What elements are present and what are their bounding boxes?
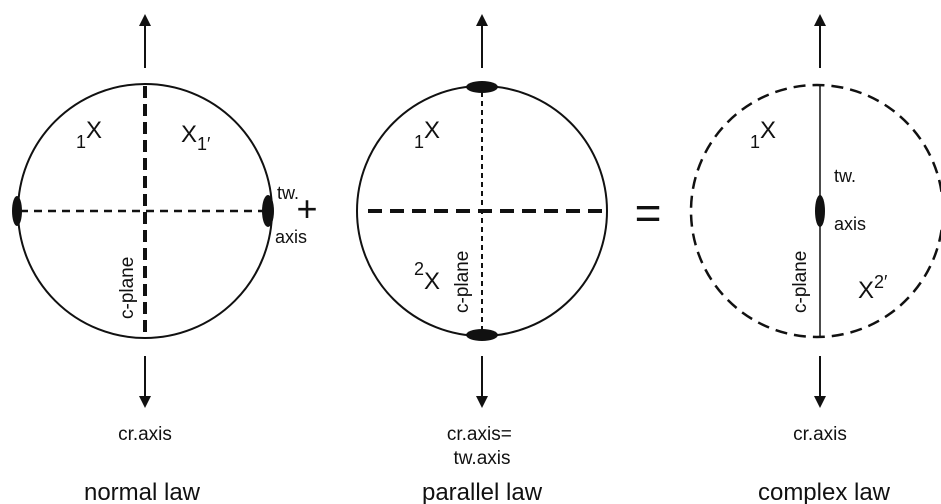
orientation-2-prime-label: X2′: [858, 272, 888, 304]
stereogram-circle-dashed: [689, 83, 941, 339]
orientation-1-label: 1X: [414, 117, 440, 152]
orientation-1-label: 1X: [750, 117, 776, 152]
complex-law-diagram: 1X X2′ tw. axis c-plane cr.axis complex …: [689, 14, 941, 504]
twin-axis-marker-left: [12, 196, 22, 226]
twin-axis-marker-right: [262, 195, 274, 227]
twin-axis-marker-center: [815, 195, 825, 227]
normal-law-diagram: 1X X1′ c-plane tw. axis cr.axis normal l…: [12, 14, 307, 504]
orientation-1-label: 1X: [76, 117, 102, 152]
parallel-law-caption: parallel law: [422, 479, 543, 504]
cr-axis-tw-axis-label: cr.axis= tw.axis: [447, 424, 517, 469]
c-plane-label: c-plane: [117, 257, 138, 319]
twin-axis-label: tw. axis: [275, 183, 307, 247]
equals-operator: =: [635, 187, 662, 239]
cr-axis-label: cr.axis: [793, 424, 847, 445]
complex-law-caption: complex law: [758, 479, 891, 504]
plus-operator: +: [296, 188, 317, 229]
cr-axis-label: cr.axis: [118, 424, 172, 445]
twin-axis-label: tw. axis: [834, 166, 866, 234]
twin-axis-marker-bottom: [466, 329, 498, 341]
parallel-law-diagram: 1X 2X c-plane cr.axis= tw.axis parallel …: [356, 14, 608, 504]
twin-axis-marker-top: [466, 81, 498, 93]
orientation-1-prime-label: X1′: [181, 121, 211, 154]
orientation-2-label: 2X: [414, 259, 440, 295]
normal-law-caption: normal law: [84, 479, 201, 504]
c-plane-label: c-plane: [452, 251, 473, 313]
c-plane-label: c-plane: [790, 251, 811, 313]
